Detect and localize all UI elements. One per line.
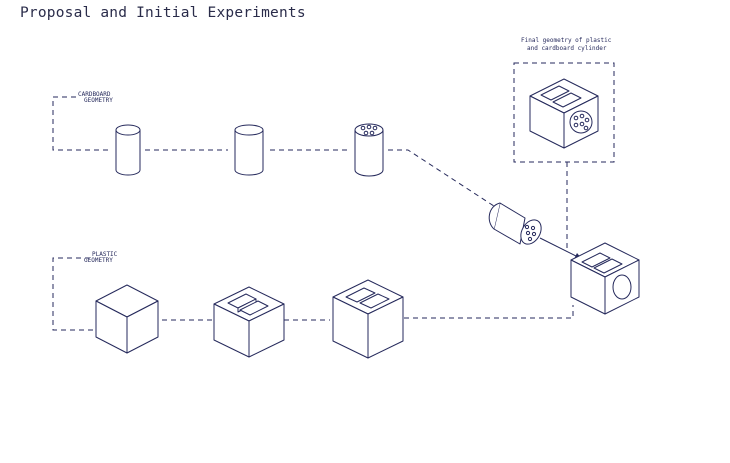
cardboard-cylinder-2 — [234, 124, 264, 176]
cardboard-label-line2: GEOMETRY — [84, 97, 113, 104]
arrow-to-final — [539, 237, 582, 259]
cardboard-cylinder-holes — [354, 123, 384, 177]
plastic-cube-2 — [213, 286, 285, 358]
final-geometry-box — [513, 62, 615, 163]
final-cube — [570, 242, 640, 315]
connector-lines — [52, 96, 574, 331]
plastic-cube-3 — [332, 279, 404, 359]
plastic-cube-1 — [95, 284, 159, 354]
final-label-line1: Final geometry of plastic — [521, 37, 612, 44]
cardboard-cylinder-1 — [115, 124, 141, 176]
plastic-label-line1: PLASTIC — [92, 251, 118, 258]
cardboard-label-line1: CARDBOARD — [78, 91, 111, 98]
page-title: Proposal and Initial Experiments — [20, 5, 306, 21]
rotated-cylinder — [488, 202, 542, 245]
plastic-label-line2: GEOMETRY — [84, 257, 113, 264]
final-label-line2: and cardboard cylinder — [527, 45, 607, 52]
